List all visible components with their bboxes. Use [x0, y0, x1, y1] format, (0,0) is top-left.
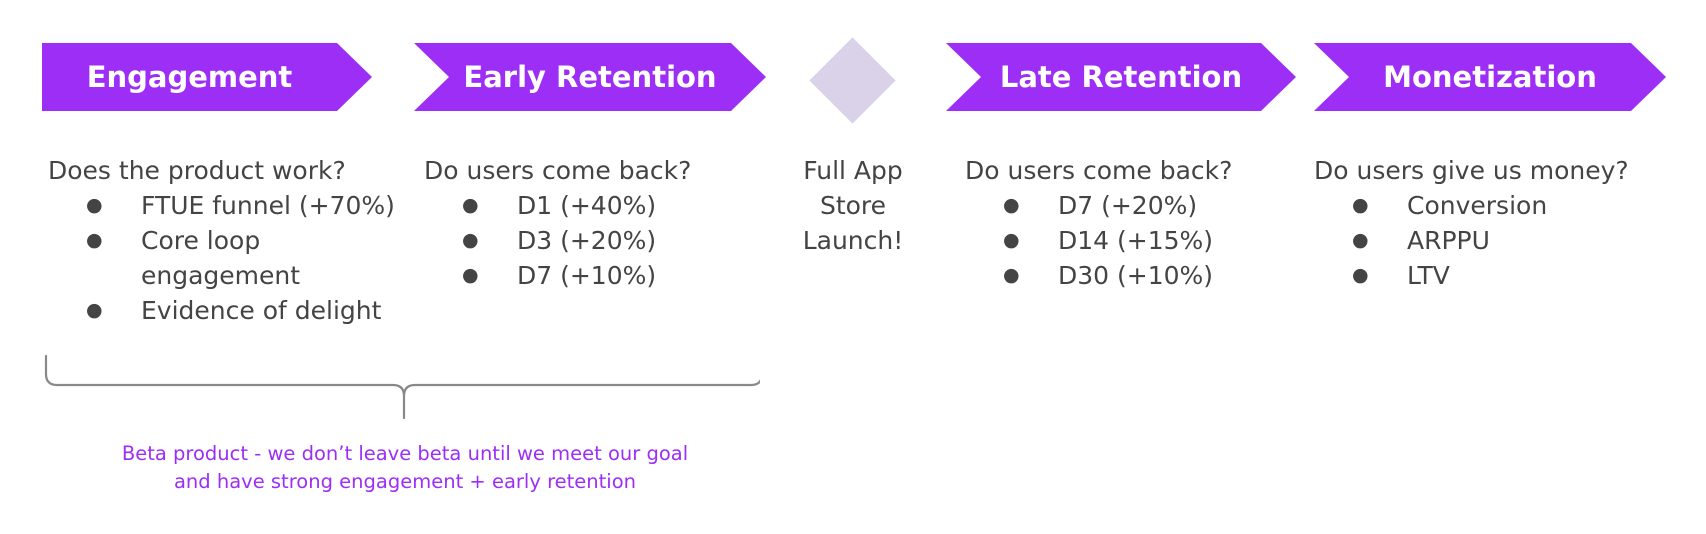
bullet-text: Conversion	[1407, 191, 1548, 220]
bullet-icon: ●	[86, 229, 103, 251]
stage-chevron-engagement: Engagement	[42, 43, 372, 111]
stage-bullet-list: ● FTUE funnel (+70%) ● Core loop engagemen…	[48, 188, 408, 328]
bullet-text: D7 (+20%)	[1058, 191, 1198, 220]
beta-note-line: and have strong engagement + early reten…	[173, 470, 637, 493]
milestone-line: Launch!	[802, 226, 904, 255]
stage-title-engagement: Engagement	[86, 60, 293, 94]
stage-question: Do users give us money?	[1314, 156, 1629, 185]
bullet-icon: ●	[1352, 229, 1369, 251]
bullet-icon: ●	[462, 229, 479, 251]
list-item: ● Evidence of delight	[48, 293, 408, 328]
bullet-icon: ●	[1003, 194, 1020, 216]
list-item: ● Conversion	[1314, 188, 1694, 223]
stage-title-monetization: Monetization	[1383, 60, 1597, 94]
list-item: ● D7 (+10%)	[424, 258, 744, 293]
stage-question: Does the product work?	[48, 156, 346, 185]
stage-details-engagement: Does the product work? ● FTUE funnel (+70…	[48, 153, 408, 328]
stage-bullet-list: ● D7 (+20%) ● D14 (+15%) ● D30 (+10%)	[965, 188, 1285, 293]
bullet-text: D30 (+10%)	[1058, 261, 1214, 290]
stage-bullet-list: ● D1 (+40%) ● D3 (+20%) ● D7 (+10%)	[424, 188, 744, 293]
bullet-icon: ●	[1003, 264, 1020, 286]
list-item: ● D1 (+40%)	[424, 188, 744, 223]
list-item: ● D3 (+20%)	[424, 223, 744, 258]
stage-details-early-retention: Do users come back? ● D1 (+40%) ● D3 (+20%…	[424, 153, 744, 293]
bullet-text: LTV	[1407, 261, 1450, 290]
list-item: ● D14 (+15%)	[965, 223, 1285, 258]
list-item: ● D7 (+20%)	[965, 188, 1285, 223]
milestone-line: Full App	[803, 156, 903, 185]
list-item: ● ARPPU	[1314, 223, 1694, 258]
bullet-icon: ●	[86, 194, 103, 216]
stage-question: Do users come back?	[965, 156, 1233, 185]
bullet-icon: ●	[86, 299, 103, 321]
stage-chevron-early-retention: Early Retention	[414, 43, 766, 111]
bullet-icon: ●	[1352, 264, 1369, 286]
bullet-text: ARPPU	[1407, 226, 1490, 255]
bullet-text: FTUE funnel (+70%)	[141, 191, 395, 220]
bullet-text: D7 (+10%)	[517, 261, 657, 290]
bullet-text: Evidence of delight	[141, 296, 382, 325]
bullet-text: Core loop engagement	[141, 226, 301, 290]
stage-bullet-list: ● Conversion ● ARPPU ● LTV	[1314, 188, 1694, 293]
bullet-text: D14 (+15%)	[1058, 226, 1214, 255]
milestone-label: Full App Store Launch!	[790, 153, 916, 258]
beta-note: Beta product - we don’t leave beta until…	[100, 440, 710, 496]
beta-note-line: Beta product - we don’t leave beta until…	[121, 442, 689, 465]
bullet-icon: ●	[1003, 229, 1020, 251]
bullet-icon: ●	[1352, 194, 1369, 216]
beta-brace-icon	[44, 354, 760, 420]
list-item: ● FTUE funnel (+70%)	[48, 188, 408, 223]
bullet-icon: ●	[462, 194, 479, 216]
stage-details-late-retention: Do users come back? ● D7 (+20%) ● D14 (+15…	[965, 153, 1285, 293]
milestone-line: Store	[819, 191, 887, 220]
bullet-text: D1 (+40%)	[517, 191, 657, 220]
milestone-diamond	[809, 37, 896, 124]
list-item: ● D30 (+10%)	[965, 258, 1285, 293]
stage-title-early-retention: Early Retention	[463, 60, 717, 94]
stage-question: Do users come back?	[424, 156, 692, 185]
stage-details-monetization: Do users give us money? ● Conversion ● ARP…	[1314, 153, 1694, 293]
stage-title-late-retention: Late Retention	[999, 60, 1243, 94]
bullet-icon: ●	[462, 264, 479, 286]
list-item: ● Core loop engagement	[48, 223, 341, 293]
stage-chevron-late-retention: Late Retention	[946, 43, 1296, 111]
bullet-text: D3 (+20%)	[517, 226, 657, 255]
list-item: ● LTV	[1314, 258, 1694, 293]
stage-chevron-monetization: Monetization	[1314, 43, 1666, 111]
